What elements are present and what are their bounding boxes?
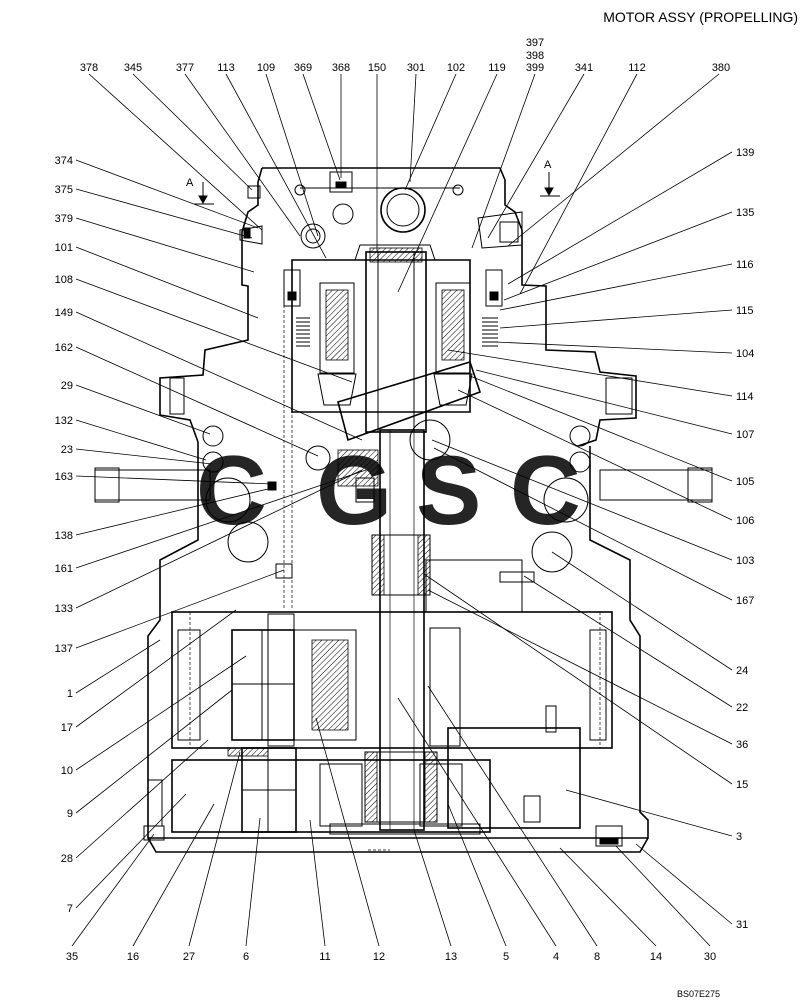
callout-149: 149 [55,307,73,319]
callout-115: 115 [736,305,754,317]
callout-368: 368 [332,62,350,74]
callout-106: 106 [736,515,754,527]
callout-301: 301 [407,62,425,74]
callout-23: 23 [61,444,73,456]
callout-105: 105 [736,476,754,488]
drive-shaft [365,251,427,433]
callout-101: 101 [55,242,73,254]
left-labels: 374 375 379 101 108 149 162 29 132 23 16… [55,155,73,915]
callout-1: 1 [67,688,73,700]
bottom-labels: 35 16 27 6 11 12 13 5 4 8 14 30 [66,951,716,963]
callout-11: 11 [319,951,330,963]
callout-139: 139 [736,147,754,159]
watermark-letter-2: G [316,435,392,545]
callout-345: 345 [124,62,142,74]
callout-132: 132 [55,415,73,427]
cgsc-watermark: C G S C [196,435,581,545]
callout-6: 6 [243,951,249,963]
callout-31: 31 [736,919,748,931]
callout-135: 135 [736,207,754,219]
callout-108: 108 [55,274,73,286]
callout-22: 22 [736,702,748,714]
right-labels: 139 135 116 115 104 114 107 105 106 103 … [736,147,754,931]
callout-5: 5 [503,951,509,963]
callout-374: 374 [55,155,73,167]
callout-150: 150 [368,62,386,74]
head-housing-left [159,167,263,443]
callout-14: 14 [650,951,662,963]
watermark-letter-1: C [196,435,267,545]
callout-17: 17 [61,722,73,734]
callout-7: 7 [67,903,73,915]
callout-24: 24 [736,665,748,677]
callout-109: 109 [257,62,275,74]
callout-378: 378 [80,62,98,74]
callout-133: 133 [55,603,73,615]
callout-167: 167 [736,595,754,607]
callout-35: 35 [66,951,78,963]
callout-398: 398 [526,50,544,62]
callout-112: 112 [628,62,646,74]
head-housing [262,167,637,447]
middle-housing [147,442,649,839]
callout-9: 9 [67,808,73,820]
callout-379: 379 [55,213,73,225]
callout-341: 341 [575,62,593,74]
callout-375: 375 [55,184,73,196]
callout-162: 162 [55,342,73,354]
callout-377: 377 [176,62,194,74]
leader-lines [71,73,733,947]
bottom-cover [147,837,649,853]
callout-10: 10 [61,765,73,777]
callout-137: 137 [55,643,73,655]
callout-29: 29 [61,380,73,392]
callout-116: 116 [736,259,754,271]
callout-399: 399 [526,62,544,74]
callout-103: 103 [736,555,754,567]
callout-3: 3 [736,831,742,843]
motor-body-drawing: A A [94,159,713,853]
callout-138: 138 [55,530,73,542]
callout-104: 104 [736,348,754,360]
callout-4: 4 [553,951,559,963]
callout-397: 397 [526,37,544,49]
callout-30: 30 [704,951,716,963]
callout-16: 16 [127,951,139,963]
callout-8: 8 [594,951,600,963]
section-marker-left: A [186,177,194,189]
callout-161: 161 [55,563,73,575]
callout-36: 36 [736,739,748,751]
callout-107: 107 [736,429,754,441]
callout-113: 113 [217,62,235,74]
callout-27: 27 [183,951,195,963]
callout-28: 28 [61,853,73,865]
callout-13: 13 [445,951,457,963]
callout-163: 163 [55,471,73,483]
top-labels: 378 345 377 113 109 369 368 150 301 102 … [80,37,730,74]
diagram-title: MOTOR ASSY (PROPELLING) [603,9,798,25]
callout-12: 12 [373,951,385,963]
callout-380: 380 [712,62,730,74]
callout-15: 15 [736,779,748,791]
callout-114: 114 [736,391,754,403]
watermark-letter-4: C [510,435,581,545]
watermark-letter-3: S [416,435,481,545]
callout-102: 102 [447,62,465,74]
callout-369: 369 [294,62,312,74]
section-marker-right: A [544,159,552,171]
callout-119: 119 [488,62,506,74]
drawing-code: BS07E275 [677,989,720,999]
